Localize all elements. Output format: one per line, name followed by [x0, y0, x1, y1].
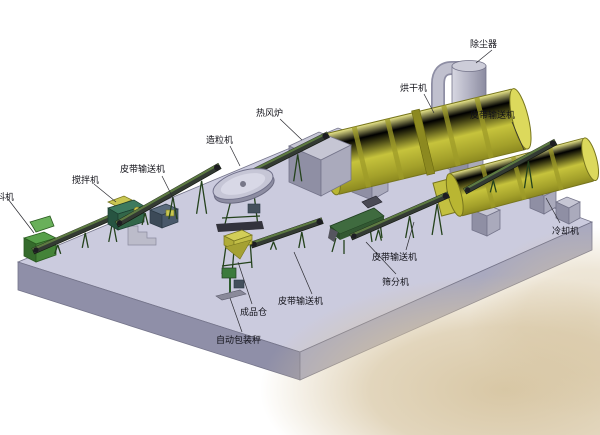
- leader-batching: [7, 198, 35, 234]
- label-dust-collector: 除尘器: [470, 38, 497, 50]
- product-bin: [221, 229, 253, 275]
- bin-funnel: [224, 239, 252, 260]
- leader-dryer: [423, 93, 435, 114]
- belt-conveyor-2: [115, 162, 222, 228]
- label-belt-conveyor-1: 皮带输送机: [120, 163, 165, 175]
- leader-cooler: [545, 197, 561, 224]
- label-mixer: 搅拌机: [72, 174, 99, 186]
- girth-gear: [411, 108, 436, 176]
- belt-conveyor-5: [349, 191, 450, 241]
- leader-belt3: [405, 221, 415, 251]
- leader-lines: [7, 49, 561, 333]
- label-granulator: 造粒机: [206, 134, 233, 146]
- belt-conveyor-6: [463, 138, 558, 195]
- leader-belt2: [511, 121, 525, 151]
- leader-belt1: [161, 175, 175, 201]
- leader-belt4: [293, 251, 313, 295]
- tan-watermark: [260, 227, 600, 435]
- granulator-disc: [212, 168, 275, 204]
- labels: 配料机 搅拌机 皮带输送机 造粒机 热风炉 烘干机 除尘器 皮带输送机 冷却机 …: [0, 38, 579, 346]
- granulator: [212, 168, 275, 232]
- hot-air-furnace: [288, 131, 352, 197]
- label-screen: 筛分机: [382, 276, 409, 288]
- packing-scale: [215, 267, 247, 301]
- label-dryer: 烘干机: [400, 82, 427, 94]
- label-belt-conveyor-3: 皮带输送机: [372, 251, 417, 263]
- leader-granulator: [229, 145, 241, 167]
- batching-machine: [22, 215, 58, 263]
- support-block: [555, 196, 581, 225]
- packing-platform: [215, 289, 247, 301]
- label-belt-conveyor-4: 皮带输送机: [278, 295, 323, 307]
- leader-mixer: [93, 183, 117, 203]
- label-cooler: 冷却机: [552, 225, 579, 237]
- leader-dust: [475, 49, 493, 64]
- label-product-bin: 成品仓: [240, 306, 267, 318]
- granulator-motor: [247, 203, 261, 214]
- leader-packing: [229, 297, 243, 333]
- label-batching: 配料机: [0, 191, 14, 203]
- leader-furnace: [279, 118, 303, 141]
- label-belt-conveyor-2: 皮带输送机: [470, 109, 515, 121]
- leader-bin: [237, 261, 253, 305]
- label-furnace: 热风炉: [256, 107, 283, 119]
- screen-chute: [328, 228, 338, 242]
- label-packing-scale: 自动包装秤: [216, 334, 261, 346]
- leader-screen: [365, 241, 397, 275]
- belt-conveyor-4: [249, 217, 324, 250]
- stairs: [127, 225, 157, 246]
